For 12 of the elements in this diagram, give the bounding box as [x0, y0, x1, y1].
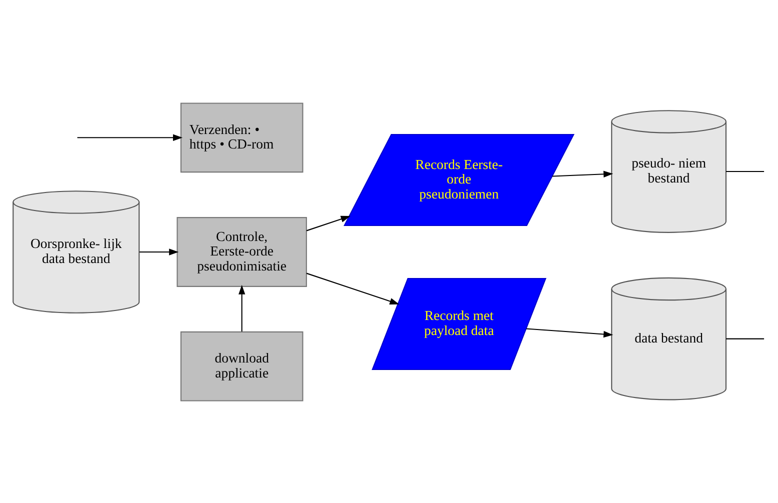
- node-box: Verzenden: • https • CD-rom: [180, 102, 304, 172]
- arrow: [306, 215, 350, 231]
- arrow: [238, 284, 246, 331]
- arrow: [140, 248, 179, 255]
- arrow: [306, 272, 400, 304]
- connector: [726, 170, 764, 172]
- node-box: download applicatie: [180, 330, 304, 401]
- arrow: [526, 328, 614, 338]
- arrow: [77, 134, 183, 140]
- node-box: Controle, Eerste-orde pseudonimisatie: [176, 216, 307, 286]
- arrow: [552, 170, 614, 177]
- connector: [726, 338, 764, 339]
